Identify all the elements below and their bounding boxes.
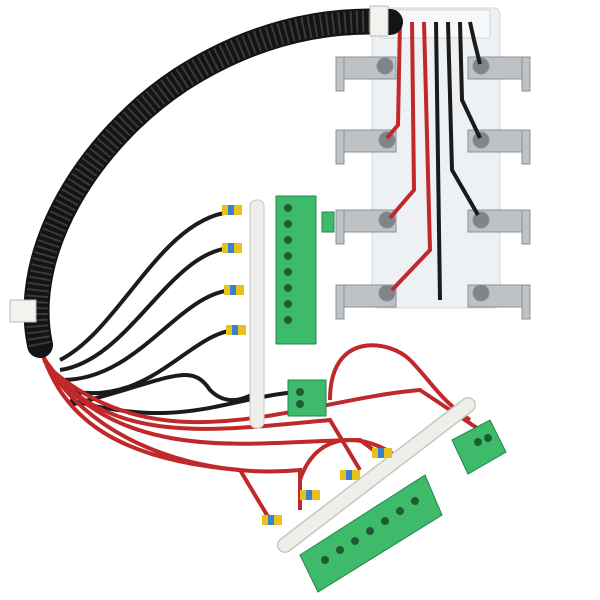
black-wire — [458, 21, 482, 139]
bracket-right-3 — [467, 209, 531, 245]
red-wire — [390, 21, 433, 292]
bracket-right-2 — [467, 129, 531, 165]
bracket-left-1 — [335, 56, 397, 92]
bracket-right-1 — [467, 56, 531, 92]
bracket-right-4 — [467, 284, 531, 320]
bracket-left-4 — [335, 284, 397, 320]
red-wire-bundle — [38, 343, 482, 522]
cable-tie — [9, 299, 37, 323]
ferrules — [222, 205, 392, 525]
terminal-block-small — [287, 379, 327, 417]
red-wire — [385, 19, 402, 140]
plate-wires — [385, 19, 482, 301]
red-wire — [388, 21, 417, 220]
braided-sleeve — [9, 5, 403, 358]
black-wire — [468, 21, 482, 65]
bracket-left-2 — [335, 129, 397, 165]
terminal-block-right — [451, 419, 507, 475]
black-wire — [434, 21, 442, 301]
black-wire — [446, 21, 480, 217]
bracket-left-3 — [335, 209, 397, 245]
black-wire-bundle — [59, 210, 296, 416]
terminal-block-lower — [299, 474, 443, 593]
white-wire-bar — [249, 199, 265, 429]
metal-brackets — [335, 56, 531, 320]
terminal-block-upper — [275, 195, 335, 345]
cable-tie — [369, 5, 389, 37]
